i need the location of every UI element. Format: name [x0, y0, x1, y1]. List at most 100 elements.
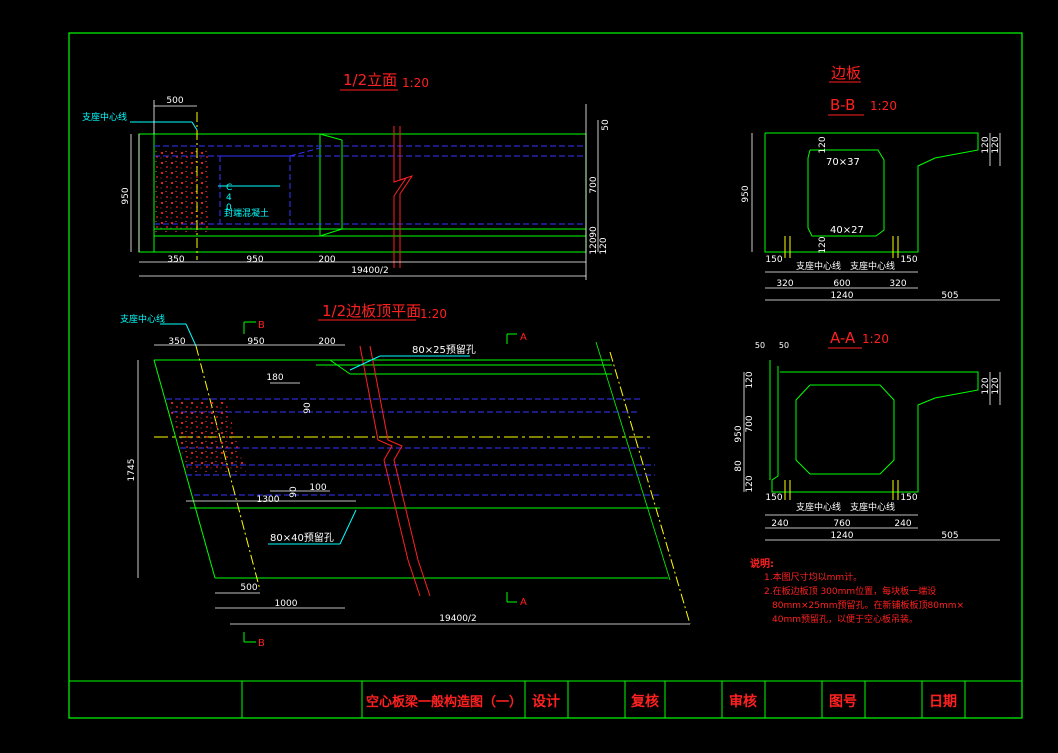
drawing-annotation-text: 505 [941, 291, 958, 301]
drawing-annotation-text: 600 [833, 279, 850, 289]
aa-title: A-A [830, 329, 856, 347]
elevation-support-center-label: 支座中心线 [82, 111, 127, 123]
date-label: 日期 [929, 694, 957, 710]
drawing-annotation-text: 950 [741, 185, 751, 202]
drawing-annotation-text: 120 [818, 136, 828, 153]
drawing-annotation-text: 350 [168, 337, 185, 347]
drawing-annotation-text: 120 [981, 377, 991, 394]
plan-view: 1/2边板顶平面 1:20 [120, 302, 691, 649]
elevation-scale: 1:20 [402, 76, 429, 90]
drawing-annotation-text: 120 [589, 237, 599, 254]
hole-bottom-label: 80×40预留孔 [270, 531, 334, 544]
drawing-annotation-text: 200 [318, 337, 335, 347]
drawing-annotation-text: 支座中心线 [796, 501, 841, 513]
drawing-annotation-text: 200 [318, 255, 335, 265]
drawing-annotation-text: 120 [745, 475, 755, 492]
drawing-annotation-text: A [520, 597, 527, 608]
drawing-annotation-text: B [258, 320, 265, 331]
title-block-lines [69, 680, 1022, 718]
drawing-annotation-text: 支座中心线 [796, 260, 841, 272]
bb-scale: 1:20 [870, 99, 897, 113]
drawing-annotation-text: 120 [745, 371, 755, 388]
drawing-annotation-text: 320 [889, 279, 906, 289]
drawing-annotation-text: 350 [167, 255, 184, 265]
drawing-annotation-text: 支座中心线 [850, 260, 895, 272]
drawing-annotation-text: 150 [765, 493, 782, 503]
review-label: 审核 [729, 693, 757, 710]
drawing-annotation-text: 120 [991, 377, 1001, 394]
drawing-annotation-text: 19400/2 [351, 266, 388, 276]
drawing-annotation-text: 1240 [831, 531, 854, 541]
plan-break-line [359, 345, 421, 597]
elevation-view: 1/2立面 1:20 支座中心线 [82, 71, 611, 280]
drawing-annotation-text: 90 [589, 226, 599, 238]
drawing-annotation-text: 120 [599, 237, 609, 254]
plan-scale: 1:20 [420, 307, 447, 321]
elevation-concrete-fill [155, 150, 210, 232]
notes: 说明: 1.本图尺寸均以mm计。 2.在板边板顶 300mm位置，每块板一端设 … [750, 557, 964, 625]
drawing-annotation-text: 支座中心线 [850, 501, 895, 513]
drawing-name: 空心板梁一般构造图（一） [366, 694, 522, 710]
drawing-annotation-text: 70×37 [826, 157, 860, 168]
drawing-annotation-text: 120 [981, 136, 991, 153]
drawing-annotation-text: 700 [589, 176, 599, 193]
drawing-annotation-text: 50 [779, 341, 789, 350]
drawing-annotation-text: C [226, 183, 232, 193]
edge-board-title: 边板 [831, 64, 861, 82]
drawing-annotation-text: 320 [776, 279, 793, 289]
drawing-annotation-text: 0 [226, 203, 232, 213]
drawing-annotation-text: 150 [900, 493, 917, 503]
drawing-annotation-text: 1.本图尺寸均以mm计。 [764, 571, 862, 583]
drawing-annotation-text: 240 [894, 519, 911, 529]
drawing-annotation-text: 500 [240, 583, 257, 593]
drawing-annotation-text: 150 [900, 255, 917, 265]
drawing-annotation-text: 505 [941, 531, 958, 541]
drawing-annotation-text: 说明: [750, 557, 774, 570]
drawing-annotation-text: 4 [226, 193, 232, 203]
drawing-annotation-text: 40×27 [830, 225, 864, 236]
design-label: 设计 [532, 693, 560, 710]
drawing-annotation-text: 240 [771, 519, 788, 529]
drawing-annotation-text: 1300 [257, 495, 280, 505]
section-aa-view: A-A 1:20 支座中心线 支座中心线 50 50 120 950 700 [734, 329, 1001, 541]
elevation-title: 1/2立面 [343, 71, 397, 89]
aa-scale: 1:20 [862, 332, 889, 346]
drawing-annotation-text: 760 [833, 519, 850, 529]
hole-top-label: 80×25预留孔 [412, 343, 476, 356]
drawing-annotation-text: 1745 [127, 459, 137, 482]
drawing-annotation-text: 90 [303, 402, 313, 414]
drawing-annotation-text: 500 [166, 96, 183, 106]
drawing-annotation-text: 950 [246, 255, 263, 265]
drawing-no-label: 图号 [829, 694, 857, 710]
drawing-annotation-text: 950 [121, 187, 131, 204]
drawing-annotation-text: 120 [818, 236, 828, 253]
drawing-annotation-text: 50 [601, 119, 611, 131]
drawing-annotation-text: 40mm预留孔，以便于空心板吊装。 [772, 613, 918, 625]
plan-title: 1/2边板顶平面 [322, 302, 421, 320]
drawing-annotation-text: 120 [991, 136, 1001, 153]
drawing-annotation-text: A [520, 332, 527, 343]
drawing-annotation-text: 19400/2 [439, 614, 476, 624]
drawing-annotation-text: B [258, 638, 265, 649]
bb-title: B-B [830, 96, 855, 114]
drawing-annotation-text: 100 [309, 483, 326, 493]
drawing-annotation-text: 950 [247, 337, 264, 347]
drawing-frame [68, 32, 1023, 719]
drawing-annotation-text: 150 [765, 255, 782, 265]
drawing-annotation-text: 180 [266, 373, 283, 383]
plan-concrete-fill [168, 402, 246, 472]
drawing-annotation-text: 2.在板边板顶 300mm位置，每块板一端设 [764, 585, 936, 597]
check-label: 复核 [630, 693, 659, 710]
drawing-annotation-text: 1000 [275, 599, 298, 609]
drawing-annotation-text: 80 [734, 460, 744, 472]
concrete-seal-label: 封端混凝土 [224, 207, 269, 219]
drawing-annotation-text: 90 [289, 486, 299, 498]
drawing-annotation-text: 700 [745, 415, 755, 432]
drawing-annotation-text: 50 [755, 341, 765, 350]
section-bb-view: 边板 B-B 1:20 70×37 40×27 支座中心线 支座中心线 950 … [741, 64, 1001, 301]
plan-support-center-label: 支座中心线 [120, 313, 165, 325]
drawing-annotation-text: 80mm×25mm预留孔。在新铺板板顶80mm× [772, 599, 964, 611]
drawing-annotation-text: 1240 [831, 291, 854, 301]
drawing-annotation-text: 950 [734, 425, 744, 442]
